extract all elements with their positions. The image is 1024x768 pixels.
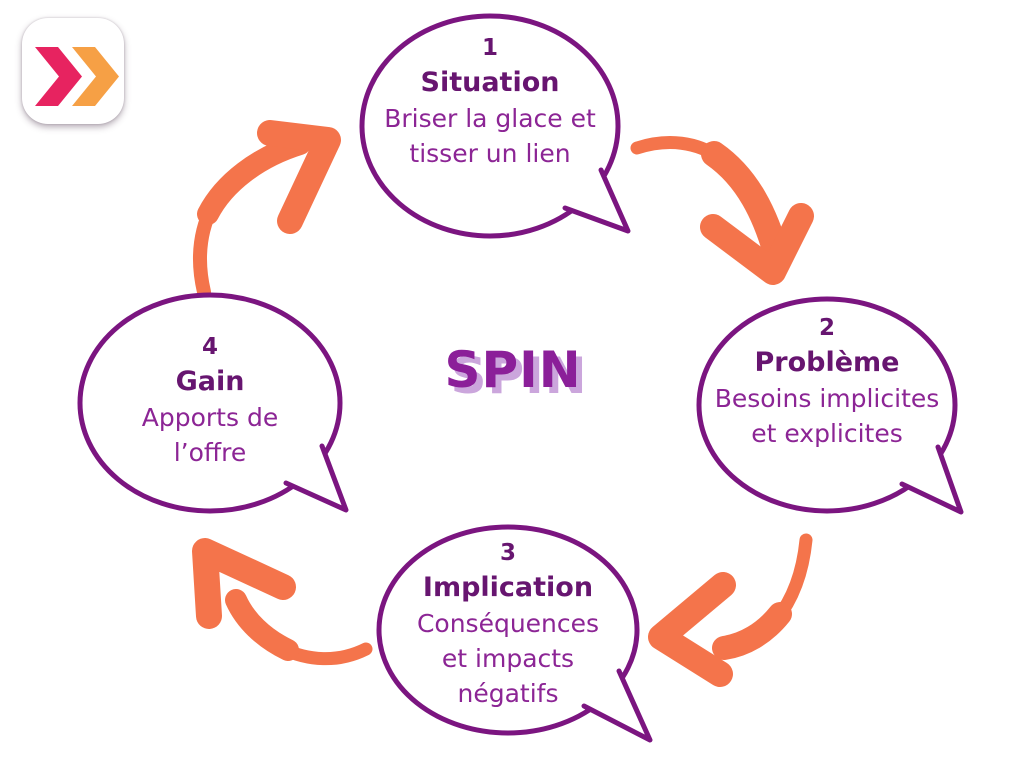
chevron-right-pink-icon bbox=[35, 47, 82, 106]
step-description: Besoins implicites et explicites bbox=[714, 384, 940, 448]
step-number: 4 bbox=[201, 334, 218, 360]
speech-bubble-step1 bbox=[359, 13, 631, 239]
step-title: Situation bbox=[420, 67, 560, 98]
center-title: SPIN bbox=[444, 341, 582, 399]
step-description: Conséquences et impacts négatifs bbox=[416, 609, 600, 708]
step-title: Gain bbox=[175, 366, 245, 397]
speech-bubble-step2 bbox=[696, 296, 964, 515]
step-number: 1 bbox=[481, 35, 498, 61]
arrow-step1-to-step2-icon bbox=[630, 136, 814, 285]
step-title: Implication bbox=[422, 572, 594, 603]
step-description: Apports de l’offre bbox=[141, 403, 279, 467]
arrow-step3-to-step4-icon bbox=[192, 538, 373, 666]
step-implication: 3 Implication Conséquences et impacts né… bbox=[388, 537, 628, 711]
step-probleme: 2 Problème Besoins implicites et explici… bbox=[692, 312, 962, 451]
step-description: Briser la glace et tisser un lien bbox=[384, 104, 596, 168]
step-number: 2 bbox=[818, 315, 835, 341]
logo bbox=[22, 18, 124, 124]
double-chevron-icon bbox=[35, 47, 119, 106]
arrow-step4-to-step1-icon bbox=[193, 120, 341, 299]
step-title: Problème bbox=[754, 347, 900, 378]
step-situation: 1 Situation Briser la glace et tisser un… bbox=[355, 32, 625, 171]
step-number: 3 bbox=[499, 540, 516, 566]
chevron-right-orange-icon bbox=[72, 47, 119, 106]
arrow-step2-to-step3-icon bbox=[648, 533, 813, 687]
speech-bubble-step3 bbox=[376, 524, 653, 743]
step-gain: 4 Gain Apports de l’offre bbox=[100, 331, 320, 470]
speech-bubble-step4 bbox=[77, 292, 349, 514]
